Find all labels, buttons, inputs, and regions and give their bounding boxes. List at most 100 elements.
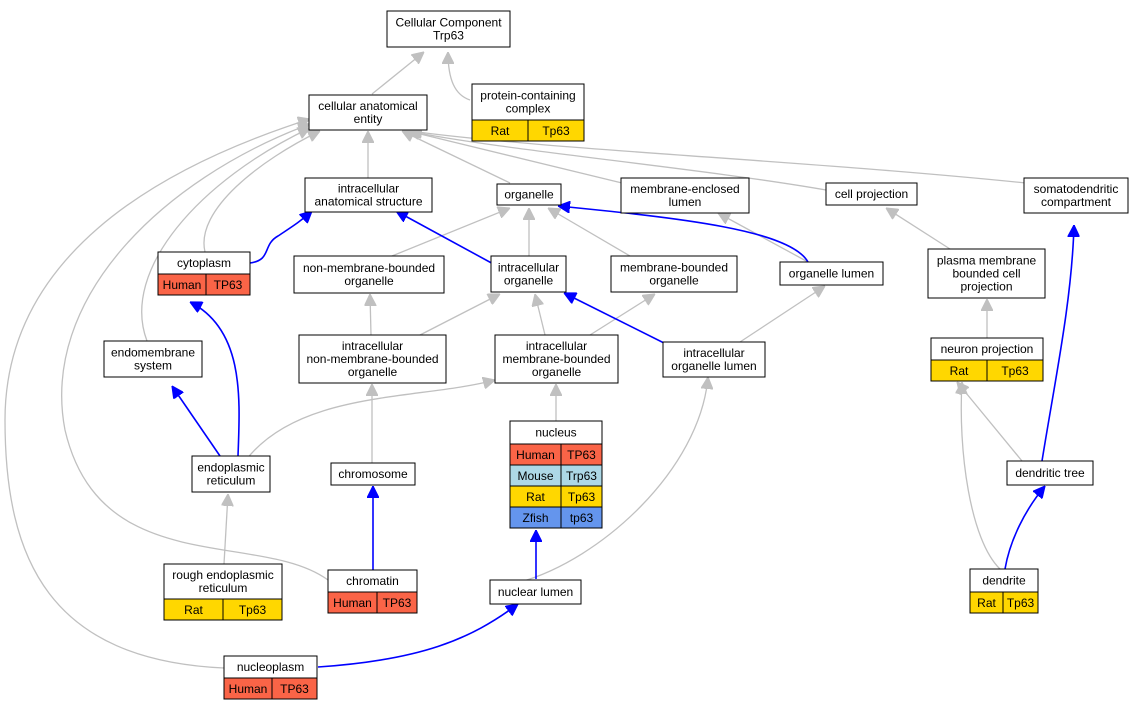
edge-nucleoplasm-partof-nlumen bbox=[317, 604, 518, 668]
node-label-line: membrane-bounded bbox=[620, 261, 728, 275]
node-label-box bbox=[293, 255, 445, 294]
node-label-line: complex bbox=[506, 102, 551, 116]
edge-cytoplasm-to-cae bbox=[203, 131, 320, 253]
node-label-line: cellular anatomical bbox=[318, 99, 417, 113]
edge-er-to-imbo bbox=[245, 380, 495, 461]
node-label-line: plasma membrane bbox=[937, 254, 1037, 268]
edge-mel-to-cae bbox=[408, 131, 623, 184]
node-label-line: protein-containing bbox=[480, 89, 575, 103]
node-label-line: organelle bbox=[344, 274, 394, 288]
node-label-box bbox=[490, 255, 567, 293]
node-label-box bbox=[1006, 460, 1094, 486]
gene-label: TP63 bbox=[383, 596, 412, 610]
edge-io-partof-ias bbox=[396, 210, 498, 267]
node-label-line: projection bbox=[960, 280, 1012, 294]
gene-cell bbox=[1002, 591, 1039, 614]
node-label-line: cytoplasm bbox=[177, 256, 231, 270]
edge-ol-partof-organelle bbox=[558, 206, 809, 263]
edge-pmbcp-to-cellproj bbox=[886, 208, 951, 250]
node-inmbo[interactable]: intracellularnon-membrane-boundedorganel… bbox=[298, 334, 447, 384]
node-label-line: organelle bbox=[532, 365, 582, 379]
node-label-box bbox=[386, 10, 511, 48]
edge-cellproj-to-cae bbox=[408, 131, 827, 191]
node-label-box bbox=[496, 183, 562, 206]
edge-inmbo-to-io bbox=[419, 294, 500, 336]
node-label-line: non-membrane-bounded bbox=[306, 352, 438, 366]
node-chromosome[interactable]: chromosome bbox=[330, 462, 416, 486]
node-label-box bbox=[494, 334, 619, 384]
node-label-line: rough endoplasmic bbox=[172, 568, 273, 582]
species-label: Human bbox=[516, 448, 555, 462]
node-label-line: somatodendritic bbox=[1034, 182, 1119, 196]
node-nlumen[interactable]: nuclear lumen bbox=[489, 579, 582, 605]
node-label-box bbox=[1023, 177, 1129, 214]
node-label-line: nucleoplasm bbox=[237, 660, 304, 674]
node-label-box bbox=[308, 94, 428, 131]
node-label-box bbox=[662, 341, 766, 378]
node-label-line: organelle lumen bbox=[789, 267, 874, 281]
node-label-box bbox=[779, 261, 884, 286]
node-ol[interactable]: organelle lumen bbox=[779, 261, 884, 286]
gene-cell bbox=[527, 119, 585, 142]
node-label-box bbox=[489, 579, 582, 605]
species-label: Human bbox=[163, 278, 202, 292]
edge-imbo-to-io bbox=[535, 294, 546, 336]
edge-ol-to-mel bbox=[718, 213, 809, 263]
edge-iol-to-ol bbox=[739, 286, 825, 343]
node-label-line: system bbox=[134, 359, 172, 373]
node-label-line: reticulum bbox=[207, 474, 256, 488]
node-label-line: Trp63 bbox=[433, 29, 464, 43]
node-label-line: nuclear lumen bbox=[498, 585, 573, 599]
node-label-line: membrane-enclosed bbox=[630, 182, 739, 196]
edge-dtree-partof-sdc bbox=[1041, 225, 1074, 462]
node-label-box bbox=[825, 182, 918, 206]
node-label-line: cell projection bbox=[835, 187, 908, 201]
gene-cell bbox=[222, 598, 283, 621]
node-label-line: organelle bbox=[649, 274, 699, 288]
species-label: Rat bbox=[526, 490, 545, 504]
node-label-line: bounded cell bbox=[952, 267, 1020, 281]
node-cellproj[interactable]: cell projection bbox=[825, 182, 918, 206]
node-label-box bbox=[191, 455, 271, 493]
species-label: Rat bbox=[184, 603, 203, 617]
edge-imbo-to-mbo bbox=[589, 294, 655, 336]
gene-label: tp63 bbox=[570, 511, 594, 525]
node-label-box bbox=[471, 83, 585, 121]
node-label-line: endoplasmic bbox=[197, 461, 264, 475]
node-label-line: membrane-bounded bbox=[502, 352, 610, 366]
edge-dtree-to-np bbox=[957, 382, 1023, 462]
gene-label: TP63 bbox=[214, 278, 243, 292]
node-organelle[interactable]: organelle bbox=[496, 183, 562, 206]
node-dtree[interactable]: dendritic tree bbox=[1006, 460, 1094, 486]
species-label: Rat bbox=[977, 596, 996, 610]
gene-label: TP63 bbox=[567, 448, 596, 462]
node-label-line: non-membrane-bounded bbox=[303, 261, 435, 275]
node-label-line: chromosome bbox=[338, 467, 408, 481]
species-label: Mouse bbox=[517, 469, 553, 483]
node-label-box bbox=[298, 334, 447, 384]
edge-er-partof-ems bbox=[172, 386, 221, 457]
node-label-line: anatomical structure bbox=[314, 195, 422, 209]
node-label-line: nucleus bbox=[535, 426, 576, 440]
